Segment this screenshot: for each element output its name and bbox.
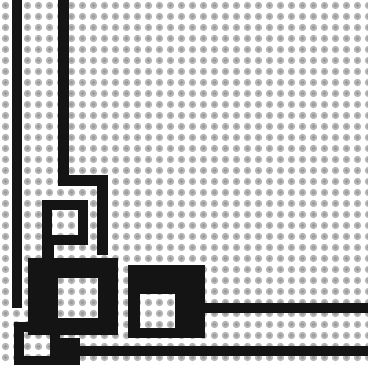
bottom-border-line-upper	[190, 303, 368, 313]
middle-connector	[42, 240, 54, 265]
bottom-border-line-lower	[75, 346, 368, 356]
lower-connector	[60, 338, 80, 365]
left-border-bar	[12, 0, 22, 308]
inner-step-drop	[97, 175, 108, 255]
inner-vertical-line	[58, 0, 69, 175]
right-motif-cap	[160, 265, 205, 277]
